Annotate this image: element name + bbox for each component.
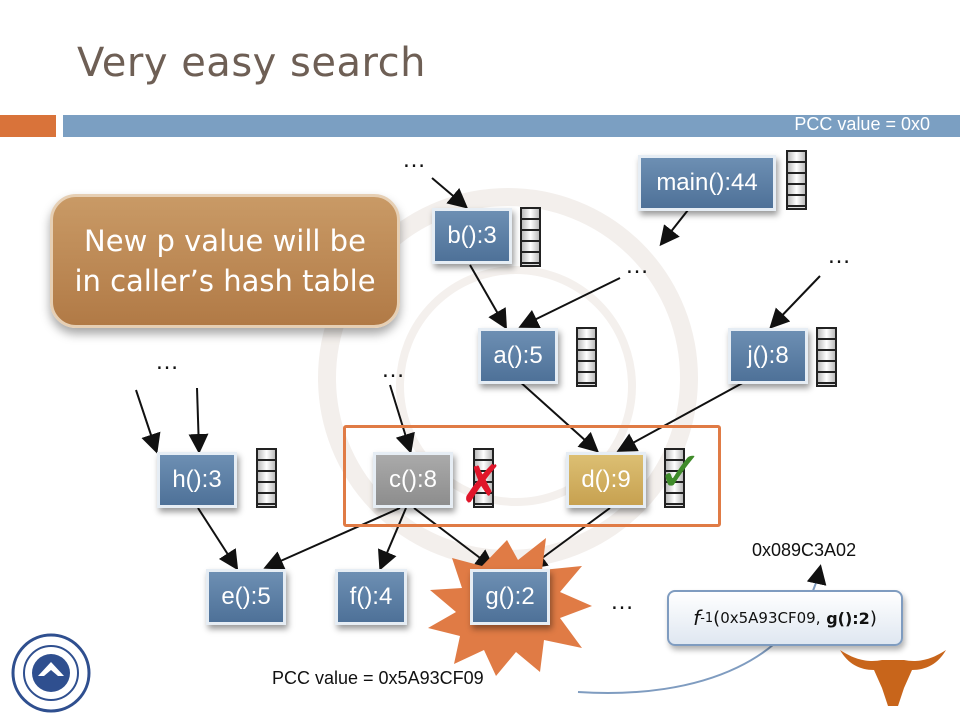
edge-in-j xyxy=(769,275,821,329)
node-c[interactable]: c():8 xyxy=(373,452,453,508)
callout-box: New p value will be in caller’s hash tab… xyxy=(50,194,400,328)
university-seal-logo xyxy=(11,633,91,713)
node-h[interactable]: h():3 xyxy=(157,452,237,508)
node-d[interactable]: d():9 xyxy=(566,452,646,508)
hash-table-icon xyxy=(816,327,837,387)
edge-c-e xyxy=(263,507,401,570)
edge-j-d xyxy=(616,379,749,452)
node-j[interactable]: j():8 xyxy=(728,328,808,384)
hash-table-icon xyxy=(664,448,685,508)
candidate-highlight-box xyxy=(343,425,721,527)
ellipsis-label: … xyxy=(155,348,180,375)
function-symbol: f xyxy=(693,606,701,630)
pcc-value-top: PCC value = 0x0 xyxy=(794,114,930,134)
ellipsis-label: … xyxy=(625,252,650,279)
ellipsis-label: … xyxy=(610,588,635,615)
callout-line-2: in caller’s hash table xyxy=(74,264,376,298)
hash-table-icon xyxy=(473,448,494,508)
edge-b-a xyxy=(469,264,507,330)
edge-in-a xyxy=(518,277,621,328)
accent-bar-orange xyxy=(0,115,56,137)
edge-c-g xyxy=(413,507,496,570)
edge-in-c xyxy=(389,384,415,454)
node-main[interactable]: main():44 xyxy=(638,155,776,211)
edge-c-f xyxy=(378,507,407,571)
hash-table-icon xyxy=(520,207,541,267)
node-f[interactable]: f():4 xyxy=(335,569,407,625)
node-g[interactable]: g():2 xyxy=(470,569,550,625)
longhorn-logo xyxy=(840,650,946,706)
accent-bar-blue xyxy=(63,115,960,137)
ellipsis-label: … xyxy=(402,146,427,173)
edge-main-out xyxy=(659,209,689,247)
ellipsis-label: … xyxy=(381,356,406,383)
address-label: 0x089C3A02 xyxy=(752,540,857,560)
edge-in-h-1 xyxy=(135,389,161,454)
edge-a-d xyxy=(517,379,599,453)
hash-table-icon xyxy=(786,150,807,210)
function-arg-node: g():2 xyxy=(826,608,870,628)
slide-title: Very easy search xyxy=(77,40,426,86)
node-e[interactable]: e():5 xyxy=(206,569,286,625)
function-superscript: -1 xyxy=(700,610,714,626)
edge-in-h-2 xyxy=(188,387,209,454)
function-arg-hex: 0x5A93CF09, xyxy=(720,609,821,627)
inverse-function-box: f-1(0x5A93CF09, g():2) xyxy=(667,590,903,646)
cross-mark-icon: ✗ xyxy=(460,455,504,515)
hash-table-icon xyxy=(576,327,597,387)
ellipsis-label: … xyxy=(827,242,852,269)
check-mark-icon: ✓ xyxy=(657,440,704,505)
edge-in-b xyxy=(431,177,469,209)
hash-table-icon xyxy=(256,448,277,508)
node-a[interactable]: a():5 xyxy=(478,328,558,384)
node-b[interactable]: b():3 xyxy=(432,208,512,264)
pcc-value-bottom: PCC value = 0x5A93CF09 xyxy=(272,668,484,688)
callout-line-1: New p value will be xyxy=(84,224,366,258)
edge-h-e xyxy=(197,507,239,571)
